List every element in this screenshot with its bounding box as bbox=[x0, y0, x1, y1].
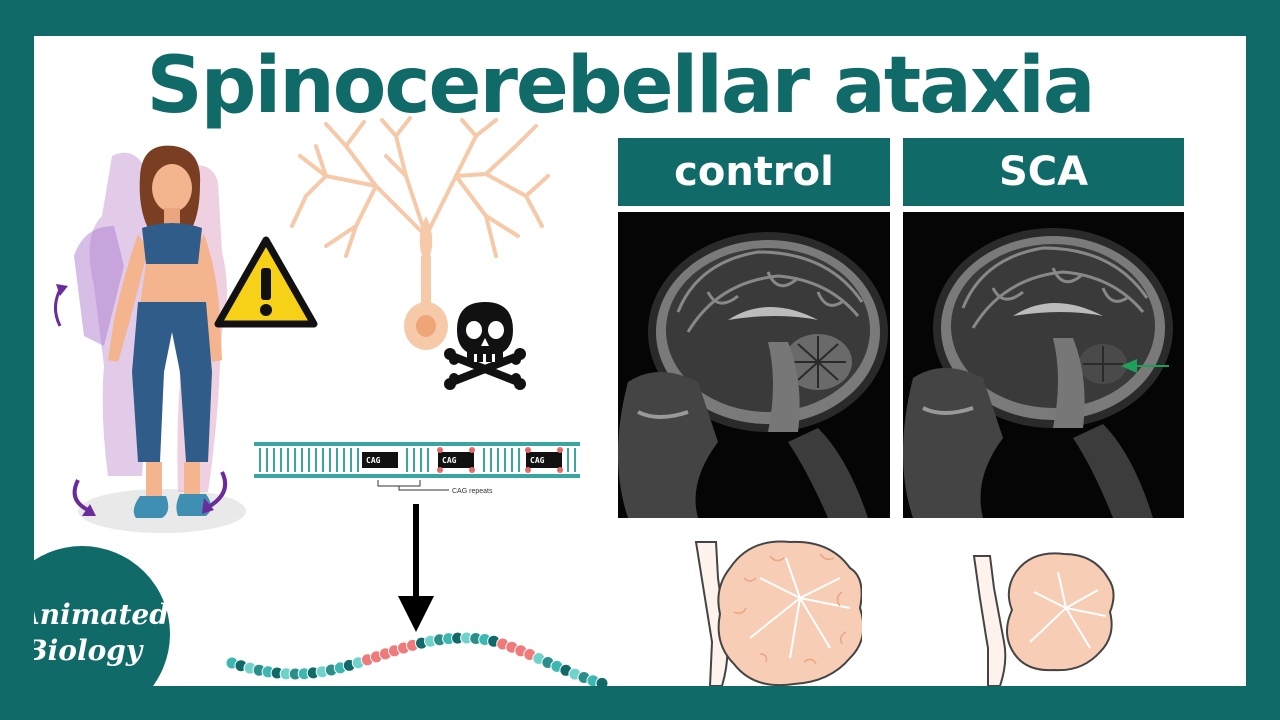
logo-text-biology: Biology bbox=[34, 634, 143, 667]
skull-crossbones-icon bbox=[444, 302, 526, 390]
purkinje-neuron-illustration bbox=[290, 116, 550, 350]
polyglutamine-protein-chain bbox=[225, 631, 609, 686]
cag-label-2: CAG bbox=[442, 456, 457, 465]
page-title: Spinocerebellar ataxia bbox=[146, 41, 1095, 131]
cag-repeat-2: CAG bbox=[438, 452, 474, 468]
cerebellum-atrophied-illustration bbox=[972, 552, 1115, 686]
cag-repeats-caption: CAG repeats bbox=[452, 488, 493, 495]
dna-cag-repeats-diagram: CAG CAG CAG bbox=[254, 442, 580, 491]
cag-repeat-1: CAG bbox=[362, 452, 398, 468]
mri-sca-image bbox=[903, 212, 1184, 518]
cag-repeat-3: CAG bbox=[526, 452, 562, 468]
ataxic-woman-illustration bbox=[54, 145, 246, 533]
control-label: control bbox=[618, 138, 890, 206]
warning-icon bbox=[214, 236, 318, 328]
cerebellum-normal-illustration bbox=[694, 540, 862, 686]
sca-label: SCA bbox=[903, 138, 1184, 206]
content-panel: Spinocerebellar ataxia bbox=[34, 36, 1246, 686]
protein-bead bbox=[595, 676, 609, 686]
cag-label-1: CAG bbox=[366, 456, 381, 465]
arrow-down-icon bbox=[398, 504, 434, 632]
cag-label-3: CAG bbox=[530, 456, 545, 465]
mri-control-image bbox=[618, 212, 890, 518]
